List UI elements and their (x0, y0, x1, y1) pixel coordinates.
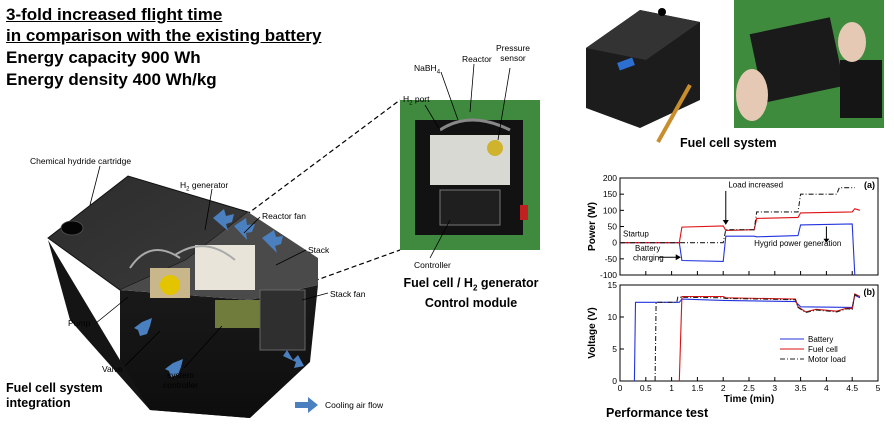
label-pump: Pump (68, 318, 91, 328)
y-tick-label: 0 (612, 238, 617, 248)
x-tick-label: 0 (618, 383, 623, 393)
connector-line-bottom (313, 249, 401, 282)
x-tick-label: 0.5 (640, 383, 652, 393)
performance-caption: Performance test (606, 406, 709, 420)
x-tick-label: 2 (721, 383, 726, 393)
y-tick-label: 15 (608, 280, 618, 290)
label-nabh4: NaBH4 (414, 63, 441, 76)
label-h2-port: H2 port (403, 94, 430, 107)
tubing (129, 245, 236, 269)
x-tick-label: 1.5 (691, 383, 703, 393)
hands-photo-box (749, 17, 845, 103)
module-pressure-sensor (487, 140, 503, 156)
headline-line-1: 3-fold increased flight time (6, 5, 223, 24)
headline-line-3: Energy capacity 900 Wh (6, 48, 201, 67)
cartridge-port (60, 220, 84, 236)
x-tick-label: 4.5 (846, 383, 858, 393)
annotation-load-increased: Load increased (728, 181, 783, 190)
photo-caption: Fuel cell system (680, 136, 777, 150)
label-reactor-fan: Reactor fan (262, 211, 306, 221)
legend-entry: Fuel cell (808, 345, 838, 354)
hand-left (736, 69, 768, 121)
y-tick-label: 50 (608, 222, 618, 232)
legend-arrow (295, 397, 318, 413)
module-controller (439, 189, 501, 226)
label-stack: Stack (308, 245, 330, 255)
pencil (656, 84, 692, 143)
annotation-arrowhead-load (722, 220, 729, 225)
connector-line-top (245, 99, 401, 216)
annotation-arrowhead-hygrid (823, 238, 830, 243)
hand-right (838, 22, 866, 62)
y-tick-label: 0 (612, 376, 617, 386)
y-tick-label: -100 (600, 270, 617, 280)
series-line-battery (620, 223, 856, 276)
panel-label: (b) (864, 287, 876, 297)
annotation-battery-1: Battery (635, 244, 660, 253)
x-tick-label: 4 (824, 383, 829, 393)
panel-label: (a) (864, 180, 875, 190)
series-line-fuel-cell (620, 208, 861, 244)
label-h2-generator: H2 generator (180, 180, 229, 193)
label-stack-fan: Stack fan (330, 289, 366, 299)
annotation-arrowhead-battery (675, 254, 681, 261)
label-reactor: Reactor (462, 54, 492, 64)
y-tick-label: 150 (603, 189, 617, 199)
y-axis-label: Voltage (V) (587, 307, 598, 358)
legend-entry: Battery (808, 335, 833, 344)
module-red-connector (520, 205, 528, 220)
label-cooling-air-flow: Cooling air flow (325, 400, 384, 410)
label-valve: Valve (102, 364, 123, 374)
series-line-motor-load (654, 293, 861, 382)
y-tick-label: 10 (608, 312, 618, 322)
x-tick-label: 2.5 (743, 383, 755, 393)
x-tick-label: 1 (669, 383, 674, 393)
y-axis-label: Power (W) (587, 202, 598, 251)
stack-component (195, 245, 255, 290)
annotation-battery-2: charging (633, 253, 664, 262)
cooling-airflow-arrows (134, 209, 318, 413)
y-tick-label: -50 (605, 254, 618, 264)
label-cartridge: Chemical hydride cartridge (30, 156, 132, 166)
legend-entry: Motor load (808, 355, 846, 364)
x-tick-label: 3.5 (795, 383, 807, 393)
headline-line-2: in comparison with the existing battery (6, 26, 322, 45)
x-tick-label: 5 (876, 383, 881, 393)
headline-line-4: Energy density 400 Wh/kg (6, 70, 217, 89)
valve-component (160, 275, 180, 295)
blue-label (617, 57, 635, 71)
annotation-startup: Startup (623, 230, 649, 239)
y-tick-label: 5 (612, 344, 617, 354)
chart-frame-1 (619, 284, 879, 382)
annotation-hygrid: Hygrid power generation (754, 239, 841, 248)
y-tick-label: 100 (603, 205, 617, 215)
series-line-motor-load (620, 187, 855, 244)
x-axis-label: Time (min) (724, 394, 774, 405)
hands-photo-cartridge (840, 60, 882, 118)
stack-fan-grille (259, 289, 306, 351)
label-controller: Controller (414, 260, 451, 270)
y-tick-label: 200 (603, 173, 617, 183)
x-tick-label: 3 (772, 383, 777, 393)
